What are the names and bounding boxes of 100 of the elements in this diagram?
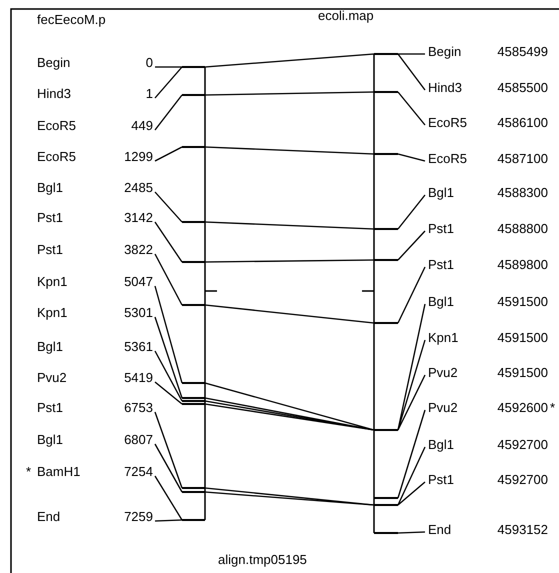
- leader-line: [154, 254, 183, 306]
- site-position: 6753: [124, 399, 153, 417]
- leader-line: [398, 194, 426, 230]
- leader-line: [398, 230, 426, 260]
- tick-mark: [182, 403, 205, 405]
- leader-line: [397, 54, 426, 90]
- site-position: 6807: [124, 431, 153, 449]
- alignment-line: [204, 53, 374, 68]
- leader-line: [154, 412, 183, 488]
- site-name: Bgl1: [428, 184, 454, 202]
- site-position: 4586100: [497, 114, 548, 132]
- site-name: Pst1: [37, 209, 64, 227]
- tick-mark: [374, 91, 398, 93]
- tick-mark: [182, 94, 205, 96]
- site-position: 4588800: [497, 220, 548, 238]
- tick-mark: [374, 153, 398, 155]
- site-name: Bgl1: [37, 179, 64, 197]
- leader-line: [154, 444, 183, 492]
- tick-mark: [182, 487, 205, 489]
- map-title: fecEecoM.p: [37, 12, 106, 27]
- site-position: 4593152: [497, 521, 548, 539]
- site-name: End: [428, 521, 452, 539]
- leader-line: [397, 374, 426, 430]
- tick-mark: [182, 400, 205, 402]
- site-name: Bgl1: [428, 436, 454, 454]
- site-name: Pst1: [428, 220, 454, 238]
- tick-mark: [182, 66, 205, 68]
- leader-line: [154, 476, 183, 520]
- site-name: BamH1: [37, 463, 80, 481]
- site-position: 5361: [124, 338, 153, 356]
- leader-line: [154, 519, 182, 522]
- site-name: Pvu2: [37, 369, 67, 387]
- site-position: 4589800: [497, 256, 548, 274]
- tick-mark: [374, 532, 398, 534]
- leader-line: [154, 286, 183, 384]
- tick-mark: [182, 397, 205, 399]
- caption: align.tmp05195: [218, 552, 307, 567]
- site-name: Kpn1: [37, 273, 68, 291]
- tick-mark: [374, 497, 398, 499]
- site-position: 2485: [124, 179, 153, 197]
- site-position: 7259: [124, 508, 153, 526]
- leader-line: [398, 531, 426, 534]
- site-position: 4592700: [497, 436, 548, 454]
- alignment-line: [204, 487, 374, 506]
- tick-mark: [374, 228, 398, 230]
- leader-line: [154, 94, 183, 130]
- site-name: Pst1: [37, 241, 64, 259]
- site-name: Hind3: [428, 79, 462, 97]
- leader-line: [155, 66, 182, 68]
- site-position: 4591500: [497, 293, 548, 311]
- leader-line: [398, 153, 426, 162]
- leader-line: [154, 350, 183, 402]
- alignment-line: [204, 304, 374, 324]
- site-name: EcoR5: [37, 148, 76, 166]
- site-position: 4585499: [497, 43, 548, 61]
- site-position: 4592600: [497, 399, 548, 417]
- site-position: 5047: [124, 273, 153, 291]
- asterisk-mark: *: [26, 463, 32, 481]
- leader-line: [154, 382, 182, 404]
- site-position: 5301: [124, 304, 153, 322]
- leader-line: [154, 146, 182, 162]
- tick-mark: [182, 491, 205, 493]
- leader-line: [154, 316, 183, 398]
- site-name: Pvu2: [428, 364, 458, 382]
- tick-mark: [182, 261, 205, 263]
- site-name: Kpn1: [37, 304, 68, 322]
- site-name: EcoR5: [37, 117, 76, 135]
- site-name: Bgl1: [37, 431, 64, 449]
- site-name: Hind3: [37, 85, 71, 103]
- site-position: 7254: [124, 463, 153, 481]
- site-position: 4591500: [497, 364, 548, 382]
- tick-mark: [182, 221, 205, 223]
- leader-line: [397, 340, 426, 430]
- site-name: Bgl1: [37, 338, 64, 356]
- site-position: 4587100: [497, 150, 548, 168]
- site-position: 4592700: [497, 471, 548, 489]
- alignment-line: [204, 491, 374, 506]
- tick-mark: [182, 382, 205, 384]
- site-position: 3822: [124, 241, 153, 259]
- site-position: 5419: [124, 369, 153, 387]
- leader-line: [397, 266, 426, 324]
- site-name: Bgl1: [428, 293, 454, 311]
- leader-line: [397, 446, 426, 506]
- leader-line: [154, 222, 183, 262]
- leader-line: [398, 92, 426, 126]
- tick-mark: [182, 146, 205, 148]
- site-position: 4585500: [497, 79, 548, 97]
- tick-mark: [374, 429, 398, 431]
- site-position: 1: [146, 85, 153, 103]
- site-name: End: [37, 508, 60, 526]
- site-name: EcoR5: [428, 150, 468, 168]
- alignment-line: [204, 91, 374, 96]
- tick-mark: [182, 519, 205, 521]
- alignment-line: [204, 146, 374, 155]
- site-name: Pst1: [37, 399, 64, 417]
- site-position: 0: [146, 54, 153, 72]
- alignment-line: [204, 221, 374, 230]
- asterisk-mark: *: [550, 399, 556, 417]
- site-name: Pst1: [428, 471, 454, 489]
- site-name: Pvu2: [428, 399, 458, 417]
